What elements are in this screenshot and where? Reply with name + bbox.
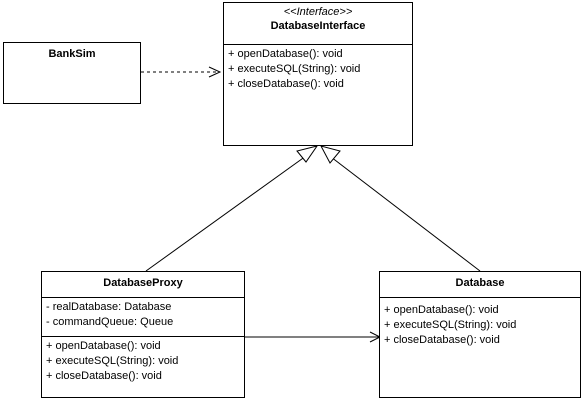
database-operation: + executeSQL(String): void <box>384 319 517 331</box>
banksim-class-header: BankSim <box>4 43 140 61</box>
interface-stereotype: <<Interface>> <box>283 6 353 18</box>
proxy-operation: + executeSQL(String): void <box>46 355 179 367</box>
interface-class-name: DatabaseInterface <box>270 20 366 32</box>
proxy-attributes: - realDatabase: Database - commandQueue:… <box>42 297 244 336</box>
banksim-class-box[interactable]: BankSim <box>3 42 141 104</box>
database-operation: + closeDatabase(): void <box>384 334 500 346</box>
interface-operation: + closeDatabase(): void <box>228 78 344 90</box>
proxy-class-header: DatabaseProxy <box>42 272 244 297</box>
interface-operation: + executeSQL(String): void <box>228 63 361 75</box>
interface-operations: + openDatabase(): void + executeSQL(Stri… <box>224 44 412 94</box>
proxy-attribute: - realDatabase: Database <box>46 301 172 313</box>
proxy-attribute: - commandQueue: Queue <box>46 316 174 328</box>
realization-arrowhead-database <box>320 145 341 164</box>
proxy-operation: + closeDatabase(): void <box>46 370 162 382</box>
interface-class-box[interactable]: <<Interface>> DatabaseInterface + openDa… <box>223 2 413 146</box>
database-class-name: Database <box>455 277 505 289</box>
proxy-operation: + openDatabase(): void <box>46 340 161 352</box>
realization-line-database <box>330 156 481 272</box>
proxy-class-name: DatabaseProxy <box>103 277 183 289</box>
banksim-class-name: BankSim <box>48 48 96 60</box>
database-class-box[interactable]: Database + openDatabase(): void + execut… <box>379 271 581 398</box>
database-operations: + openDatabase(): void + executeSQL(Stri… <box>380 297 580 350</box>
realization-line-proxy <box>145 155 307 272</box>
dependency-arrowhead <box>208 66 222 78</box>
proxy-operations: + openDatabase(): void + executeSQL(Stri… <box>42 336 244 386</box>
interface-class-header: <<Interface>> DatabaseInterface <box>224 3 412 44</box>
realization-arrowhead-proxy <box>296 145 319 163</box>
database-operation: + openDatabase(): void <box>384 304 499 316</box>
database-class-header: Database <box>380 272 580 297</box>
interface-operation: + openDatabase(): void <box>228 48 343 60</box>
proxy-class-box[interactable]: DatabaseProxy - realDatabase: Database -… <box>41 271 245 398</box>
